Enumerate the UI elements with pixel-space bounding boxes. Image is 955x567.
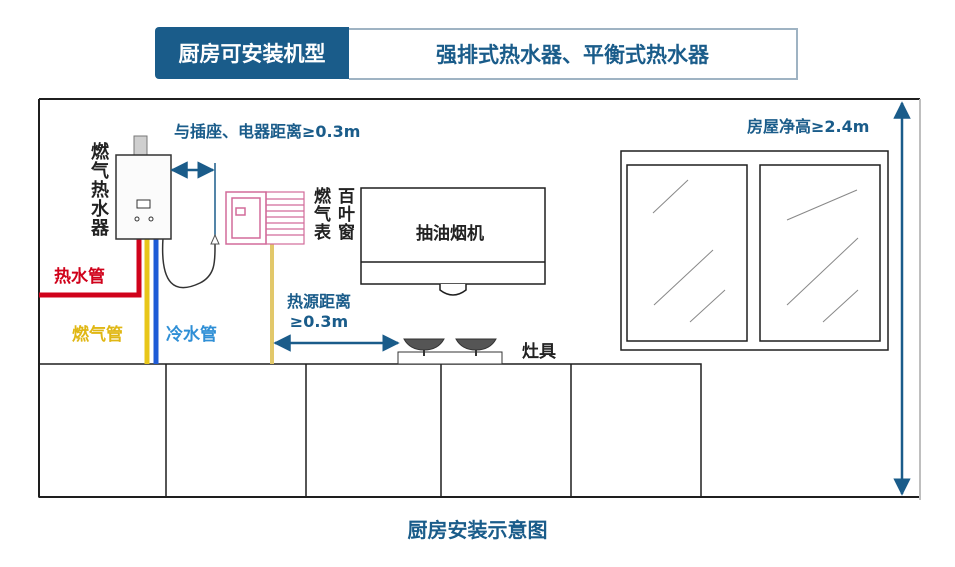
label-socket-distance: 与插座、电器距离≥0.3m [174, 122, 361, 141]
label-hot-pipe: 热水管 [54, 267, 105, 287]
kitchen-window [620, 150, 889, 351]
label-stove: 灶具 [522, 342, 556, 362]
label-gas-meter: 燃气表 [310, 187, 330, 241]
stove [397, 338, 503, 365]
label-heater: 燃气热水器 [88, 142, 109, 237]
gas-water-heater [115, 135, 172, 240]
gas-meter [225, 191, 267, 245]
range-hood [360, 187, 546, 296]
diagram-caption: 厨房安装示意图 [407, 518, 548, 542]
louver-window [265, 191, 305, 245]
label-heat-distance: 热源距离 ≥0.3m [287, 292, 351, 332]
label-heat-distance-line1: 热源距离 [287, 292, 352, 311]
label-cold-pipe: 冷水管 [166, 325, 217, 345]
label-heat-distance-line2: ≥0.3m [289, 312, 349, 331]
label-louver-window: 百叶窗 [334, 187, 354, 241]
label-gas-pipe: 燃气管 [72, 325, 123, 345]
wall-socket [210, 163, 220, 245]
pipes [39, 237, 274, 364]
label-range-hood: 抽油烟机 [416, 224, 484, 244]
hot-water-pipe [39, 238, 142, 298]
header-types: 强排式热水器、平衡式热水器 [349, 28, 798, 80]
counter-cabinets [38, 363, 702, 498]
header-tag: 厨房可安装机型 [155, 27, 349, 79]
power-cord [161, 237, 216, 289]
label-room-height: 房屋净高≥2.4m [747, 117, 870, 136]
